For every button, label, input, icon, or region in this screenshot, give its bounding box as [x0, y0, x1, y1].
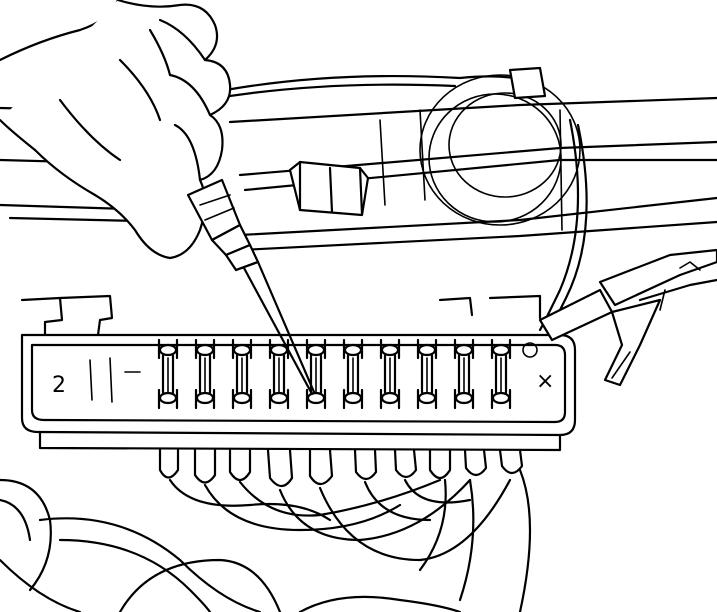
fuse — [268, 338, 290, 410]
panel-mark-2: 2 — [52, 373, 66, 398]
fuse — [157, 338, 179, 410]
fuse — [231, 338, 253, 410]
wire-harness — [0, 448, 532, 612]
background-connector — [288, 160, 370, 217]
fuse — [490, 338, 512, 410]
fuse — [342, 338, 364, 410]
hand — [0, 0, 232, 260]
fuse — [194, 338, 216, 410]
fuse — [453, 338, 475, 410]
fuse-box: 2 × — [20, 294, 577, 452]
panel-mark-x: × — [536, 369, 554, 394]
alligator-clip — [538, 248, 717, 387]
test-probe — [186, 178, 316, 396]
fuse — [305, 338, 327, 410]
fuse — [416, 338, 438, 410]
fuse-row — [157, 338, 512, 410]
fuse — [379, 338, 401, 410]
